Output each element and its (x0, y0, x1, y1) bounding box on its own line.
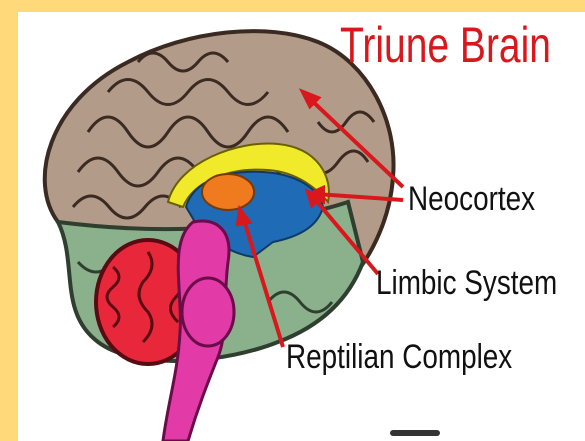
label-neocortex: Neocortex (408, 180, 535, 219)
label-reptilian-complex: Reptilian Complex (286, 338, 512, 377)
label-limbic-system: Limbic System (376, 264, 557, 303)
thalamus-orange (202, 174, 254, 210)
diagram-title: Triune Brain (340, 16, 551, 74)
cropped-text-fragment (390, 430, 440, 436)
pons (182, 278, 234, 346)
diagram-canvas: Triune Brain Neocortex Limbic System Rep… (18, 12, 585, 441)
